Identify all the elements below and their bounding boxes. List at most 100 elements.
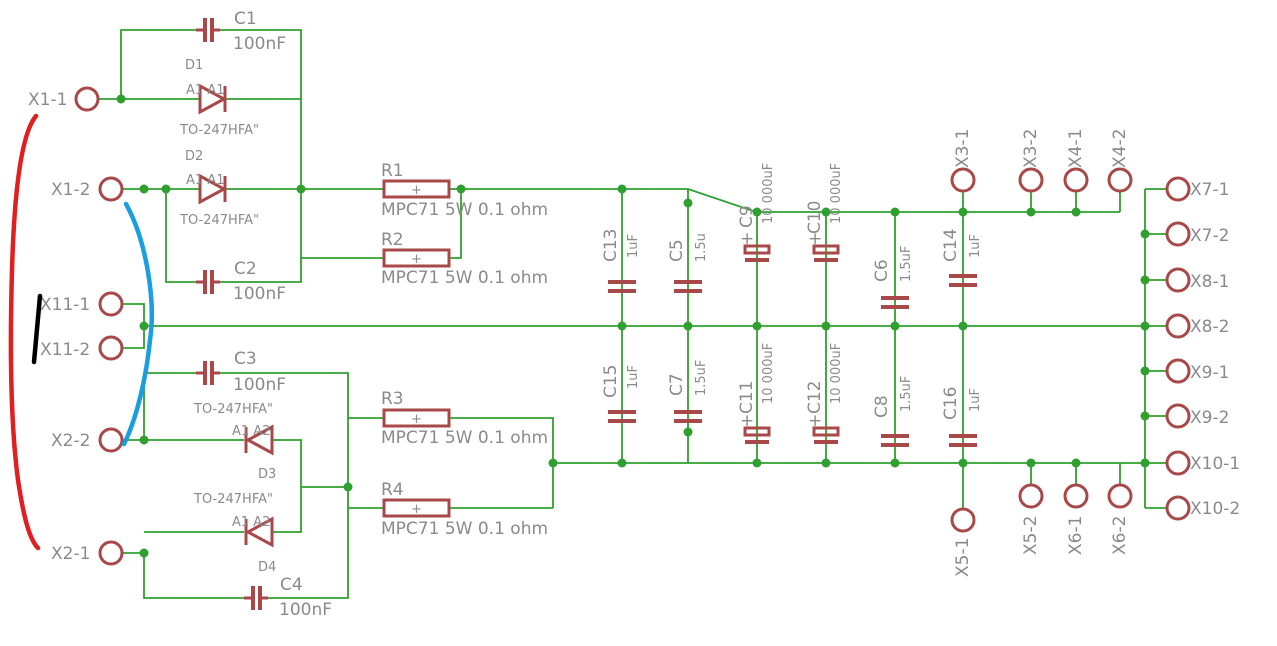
terminal-x5-2[interactable] xyxy=(1018,483,1044,509)
c12-plus: + xyxy=(808,411,822,431)
x10-1-label: X10-1 xyxy=(1190,454,1240,474)
wire-c2-loop xyxy=(165,189,302,283)
r2-plus: + xyxy=(411,252,422,267)
terminal-x10-2[interactable] xyxy=(1165,495,1191,521)
wire-top-terminals xyxy=(962,192,1121,212)
junction-dot xyxy=(139,435,149,445)
r3-name: R3 xyxy=(381,389,404,409)
x1-2-label: X1-2 xyxy=(51,180,90,200)
capacitor-c5-symbol xyxy=(674,280,702,293)
terminal-x8-2[interactable] xyxy=(1165,313,1191,339)
terminal-x7-1[interactable] xyxy=(1165,176,1191,202)
terminal-x9-1[interactable] xyxy=(1165,358,1191,384)
wire-r1 xyxy=(301,188,1120,213)
c15-name: C15 xyxy=(601,364,621,398)
x6-2-label: X6-2 xyxy=(1110,516,1130,555)
junction-dot xyxy=(683,198,693,208)
annotation-blue-stroke xyxy=(121,201,154,447)
junction-dot xyxy=(1071,458,1081,468)
junction-dot xyxy=(1140,321,1150,331)
terminal-x9-2[interactable] xyxy=(1165,403,1191,429)
resistor-r2-symbol xyxy=(382,248,451,268)
x3-2-label: X3-2 xyxy=(1021,129,1041,168)
junction-dot xyxy=(752,458,762,468)
c5-name: C5 xyxy=(667,239,687,262)
x7-2-label: X7-2 xyxy=(1190,226,1229,246)
r4-name: R4 xyxy=(381,480,404,500)
capacitor-c3-symbol xyxy=(196,361,220,385)
terminal-x5-1[interactable] xyxy=(950,507,976,533)
terminal-x3-2[interactable] xyxy=(1018,167,1044,193)
terminal-x7-2[interactable] xyxy=(1165,221,1191,247)
terminal-x6-2[interactable] xyxy=(1107,483,1133,509)
junction-dot xyxy=(683,321,693,331)
x2-2-label: X2-2 xyxy=(51,431,90,451)
r3-plus: + xyxy=(411,412,422,427)
capacitor-c4-symbol xyxy=(244,586,268,610)
junction-dot xyxy=(1140,229,1150,239)
x2-1-label: X2-1 xyxy=(51,544,90,564)
c10-name: C10 xyxy=(805,200,825,234)
x9-2-label: X9-2 xyxy=(1190,408,1229,428)
capacitor-c9-symbol xyxy=(743,244,771,262)
d4-package: TO-247HFA" xyxy=(193,492,273,507)
x10-2-label: X10-2 xyxy=(1190,499,1240,519)
r2-value: MPC71 5W 0.1 ohm xyxy=(381,268,548,288)
x1-1-label: X1-1 xyxy=(28,90,67,110)
c7-name: C7 xyxy=(667,373,687,396)
junction-dot xyxy=(1026,458,1036,468)
terminal-x11-2[interactable] xyxy=(98,335,124,361)
c12-name: C12 xyxy=(805,380,825,414)
c2-value: 100nF xyxy=(233,284,286,304)
r4-value: MPC71 5W 0.1 ohm xyxy=(381,519,548,539)
terminal-x11-1[interactable] xyxy=(98,291,124,317)
c4-name: C4 xyxy=(280,575,303,595)
r1-plus: + xyxy=(411,183,422,198)
diode-d1-symbol xyxy=(198,83,228,115)
resistor-r1-symbol xyxy=(382,179,451,199)
junction-dot xyxy=(752,321,762,331)
terminal-x4-1[interactable] xyxy=(1063,167,1089,193)
junction-dot xyxy=(139,184,149,194)
junction-dot xyxy=(116,94,126,104)
c11-name: C11 xyxy=(737,380,757,414)
c3-name: C3 xyxy=(234,349,257,369)
terminal-x2-1[interactable] xyxy=(98,540,124,566)
c10-value: 10 000uF xyxy=(829,163,844,224)
c1-value: 100nF xyxy=(233,34,286,54)
terminal-x1-2[interactable] xyxy=(98,176,124,202)
junction-dot xyxy=(890,458,900,468)
c6-value: 1.5uF xyxy=(899,246,914,282)
c14-value: 1uF xyxy=(968,234,983,258)
x11-1-label: X11-1 xyxy=(40,295,90,315)
d1-name: D1 xyxy=(185,58,203,73)
r3-value: MPC71 5W 0.1 ohm xyxy=(381,428,548,448)
junction-dot xyxy=(343,482,353,492)
capacitor-c2-symbol xyxy=(196,270,220,294)
c16-value: 1uF xyxy=(968,388,983,412)
x4-2-label: X4-2 xyxy=(1110,129,1130,168)
c12-value: 10 000uF xyxy=(829,343,844,404)
capacitor-c8-symbol xyxy=(881,434,909,447)
terminal-x10-1[interactable] xyxy=(1165,450,1191,476)
terminal-x2-2[interactable] xyxy=(98,427,124,453)
c13-value: 1uF xyxy=(626,234,641,258)
r4-plus: + xyxy=(411,502,422,517)
terminal-x8-1[interactable] xyxy=(1165,267,1191,293)
terminal-x3-1[interactable] xyxy=(950,167,976,193)
annotation-red-stroke xyxy=(8,113,41,551)
capacitor-c1-symbol xyxy=(196,18,220,42)
junction-dot xyxy=(139,548,149,558)
diode-d4-symbol xyxy=(244,516,274,548)
terminals xyxy=(74,86,1191,566)
diode-d2-symbol xyxy=(198,173,228,205)
diode-d3-symbol xyxy=(244,424,274,456)
junction-dot xyxy=(958,321,968,331)
terminal-x4-2[interactable] xyxy=(1107,167,1133,193)
terminal-x1-1[interactable] xyxy=(74,86,100,112)
r1-value: MPC71 5W 0.1 ohm xyxy=(381,200,548,220)
d2-package: TO-247HFA" xyxy=(179,213,259,228)
terminal-x6-1[interactable] xyxy=(1063,483,1089,509)
x4-1-label: X4-1 xyxy=(1066,129,1086,168)
junction-dot xyxy=(752,207,762,217)
